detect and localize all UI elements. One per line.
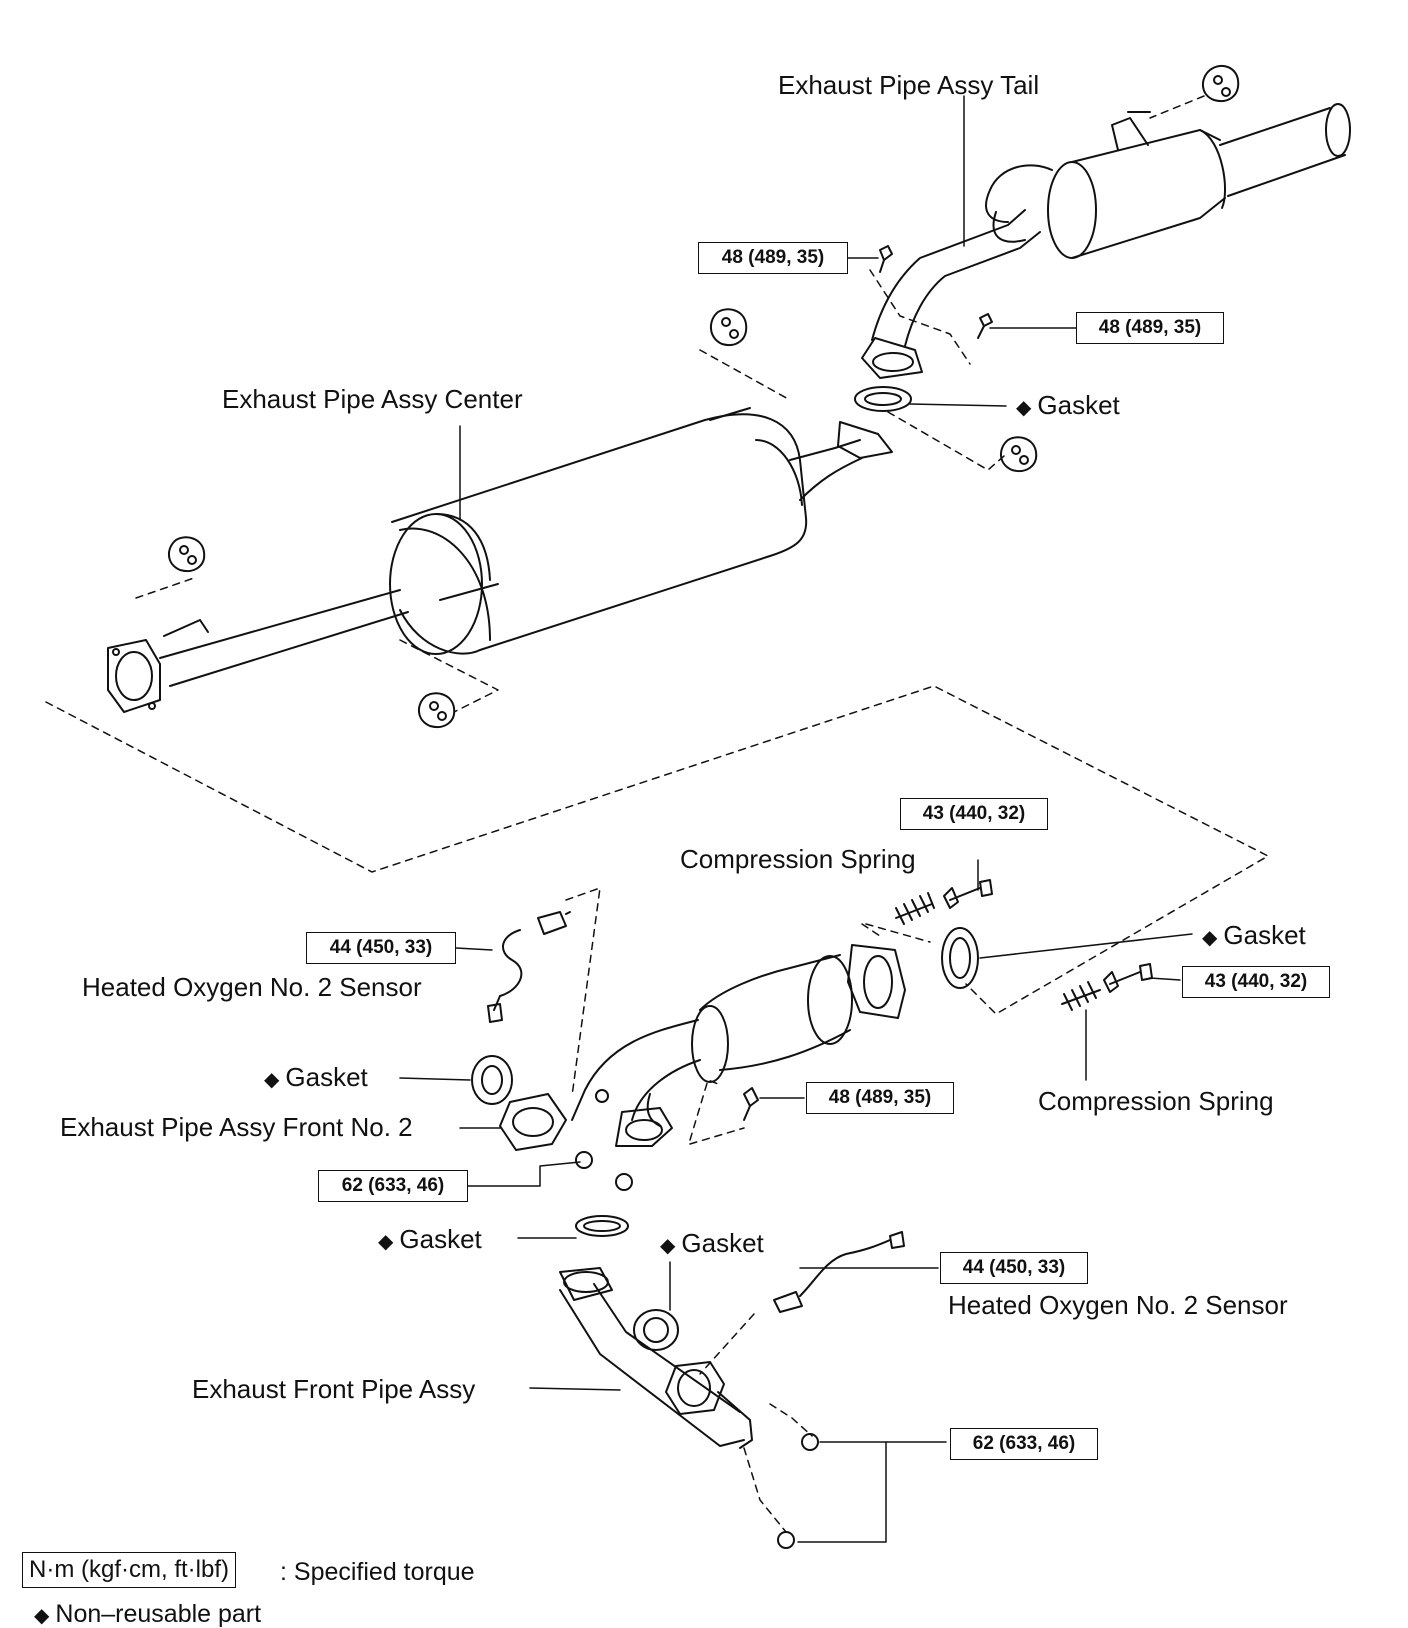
- center-hanger-rubber-left: [168, 536, 206, 572]
- legend-non-reusable-text: Non–reusable part: [55, 1600, 262, 1628]
- label-gasket-text: Gasket: [1037, 390, 1120, 420]
- torque-box-44-lower: 44 (450, 33): [940, 1252, 1088, 1284]
- non-reusable-diamond-icon: ◆: [1016, 397, 1032, 419]
- label-gasket-text: Gasket: [1223, 920, 1306, 950]
- oxygen-sensor-upper: [487, 911, 571, 1023]
- exhaust-pipe-front-no2-part: [499, 944, 906, 1151]
- exhaust-pipe-center-part: [107, 407, 893, 713]
- torque-box-62-upper: 62 (633, 46): [318, 1170, 468, 1202]
- torque-box-44-upper: 44 (450, 33): [306, 932, 456, 964]
- exhaust-front-pipe-part: [559, 1267, 753, 1449]
- gasket-front-pipe-ring: [633, 1309, 679, 1351]
- torque-box-48-tail-right: 48 (489, 35): [1076, 312, 1224, 344]
- label-exhaust-pipe-tail: Exhaust Pipe Assy Tail: [778, 70, 1040, 100]
- label-gasket-text: Gasket: [399, 1224, 482, 1254]
- legend-torque-unit-box: N·m (kgf·cm, ft·lbf): [22, 1552, 236, 1588]
- non-reusable-diamond-icon: ◆: [660, 1235, 676, 1257]
- torque-box-43-upper: 43 (440, 32): [900, 798, 1048, 830]
- non-reusable-diamond-icon: ◆: [1202, 927, 1218, 949]
- bolt-cat-right: [743, 1087, 759, 1121]
- bolt-upper: [943, 879, 993, 909]
- tail-hanger-rubber-top: [1202, 64, 1240, 102]
- compression-spring-upper: [895, 892, 935, 925]
- label-exhaust-front-pipe: Exhaust Front Pipe Assy: [192, 1374, 476, 1404]
- bolt-lower: [1103, 963, 1153, 993]
- label-gasket-front-pipe-ring: ◆Gasket: [660, 1230, 764, 1256]
- gasket-front-pipe-top: [575, 1215, 629, 1237]
- label-gasket-front-pipe-top: ◆Gasket: [378, 1226, 482, 1252]
- tail-hanger-rubber-left: [710, 308, 748, 346]
- torque-box-43-lower: 43 (440, 32): [1182, 966, 1330, 998]
- gasket-front-no2: [471, 1055, 513, 1105]
- oxygen-sensor-lower: [773, 1231, 905, 1313]
- label-heated-oxygen-sensor-lower: Heated Oxygen No. 2 Sensor: [948, 1290, 1288, 1320]
- torque-box-48-cat: 48 (489, 35): [806, 1082, 954, 1114]
- legend-non-reusable: ◆Non–reusable part: [34, 1602, 261, 1627]
- label-exhaust-pipe-front-no2: Exhaust Pipe Assy Front No. 2: [60, 1112, 413, 1142]
- tail-hanger-rubber-right: [1000, 436, 1038, 472]
- gasket-tail-center: [854, 386, 912, 412]
- label-exhaust-pipe-center: Exhaust Pipe Assy Center: [222, 384, 523, 414]
- nuts-front-no2: [575, 1151, 633, 1191]
- nuts-front-pipe: [777, 1433, 819, 1549]
- compression-spring-lower: [1061, 981, 1101, 1011]
- legend-specified-torque-text: : Specified torque: [280, 1558, 475, 1586]
- label-gasket-cat-outlet: ◆Gasket: [1202, 922, 1306, 948]
- torque-box-62-lower: 62 (633, 46): [950, 1428, 1098, 1460]
- non-reusable-diamond-icon: ◆: [264, 1069, 280, 1091]
- label-heated-oxygen-sensor-upper: Heated Oxygen No. 2 Sensor: [82, 972, 422, 1002]
- non-reusable-diamond-icon: ◆: [378, 1231, 394, 1253]
- label-gasket-tail: ◆Gasket: [1016, 392, 1120, 418]
- exhaust-pipe-tail-part: [861, 103, 1351, 379]
- gasket-cat-outlet: [941, 927, 979, 989]
- label-compression-spring-lower: Compression Spring: [1038, 1086, 1274, 1116]
- label-compression-spring-upper: Compression Spring: [680, 844, 916, 874]
- non-reusable-diamond-icon: ◆: [34, 1605, 50, 1627]
- label-gasket-text: Gasket: [285, 1062, 368, 1092]
- torque-box-48-tail-left: 48 (489, 35): [698, 242, 848, 274]
- label-gasket-front-no2: ◆Gasket: [264, 1064, 368, 1090]
- center-hanger-rubber-bottom: [418, 692, 456, 728]
- label-gasket-text: Gasket: [681, 1228, 764, 1258]
